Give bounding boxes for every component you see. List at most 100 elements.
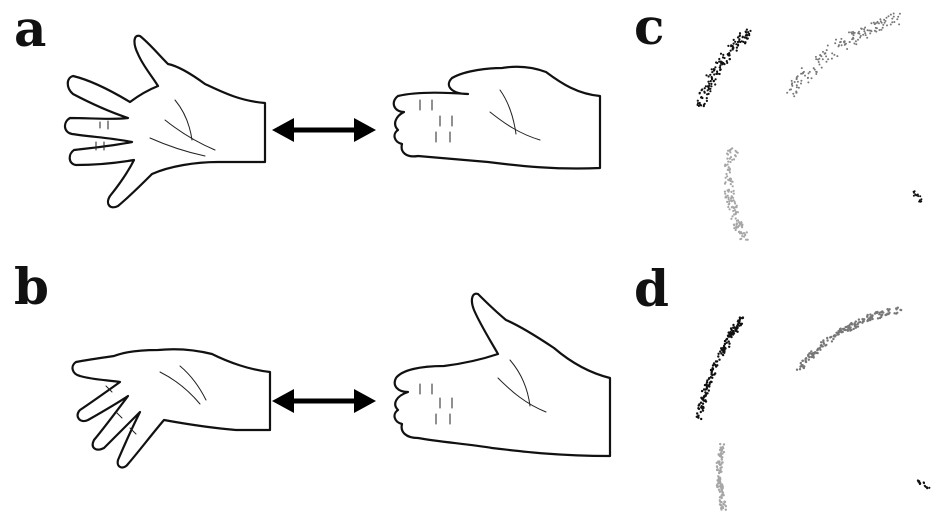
data-point: [734, 209, 736, 211]
data-point: [848, 31, 850, 33]
data-point: [886, 17, 888, 19]
data-point: [719, 443, 721, 445]
data-point: [738, 221, 740, 223]
data-point: [825, 55, 827, 57]
data-point: [865, 34, 867, 36]
data-point: [739, 32, 741, 34]
data-point: [697, 100, 699, 102]
data-point: [727, 191, 729, 193]
data-point: [791, 84, 793, 86]
data-point: [745, 31, 747, 33]
data-point: [720, 61, 722, 63]
data-point: [729, 151, 731, 153]
data-point: [730, 183, 732, 185]
data-point: [857, 32, 859, 34]
data-point: [838, 44, 840, 46]
data-point: [706, 387, 708, 389]
data-point: [734, 201, 736, 203]
data-point: [698, 403, 700, 405]
data-point: [722, 503, 724, 505]
data-point: [722, 447, 724, 449]
data-point: [863, 28, 865, 30]
data-point: [715, 61, 717, 63]
data-point: [730, 327, 732, 329]
data-point: [849, 41, 851, 43]
data-point: [845, 43, 847, 45]
data-point: [717, 485, 719, 487]
data-point: [836, 55, 838, 57]
data-point: [824, 53, 826, 55]
reaching-hand-icon: [395, 294, 610, 456]
data-point: [741, 317, 743, 319]
data-point: [725, 196, 727, 198]
data-point: [730, 191, 732, 193]
data-point: [706, 97, 708, 99]
data-point: [807, 354, 809, 356]
data-point: [818, 58, 820, 60]
data-point: [888, 308, 890, 310]
data-point: [800, 83, 802, 85]
data-point: [822, 339, 824, 341]
data-point: [728, 52, 730, 54]
data-point: [826, 339, 828, 341]
data-point: [733, 39, 735, 41]
data-point: [866, 37, 868, 39]
data-point: [899, 13, 901, 15]
data-point: [720, 463, 722, 465]
data-point: [854, 324, 856, 326]
spread-hand-icon: [73, 349, 270, 467]
data-point: [800, 362, 802, 364]
data-point: [744, 232, 746, 234]
data-point: [795, 92, 797, 94]
data-point: [877, 317, 879, 319]
data-point: [722, 54, 724, 56]
data-point: [858, 318, 860, 320]
data-point: [827, 58, 829, 60]
data-point: [723, 63, 725, 65]
data-point: [791, 80, 793, 82]
data-point: [864, 27, 866, 29]
data-point: [730, 178, 732, 180]
data-point: [917, 194, 919, 196]
data-point: [817, 348, 819, 350]
data-point: [884, 22, 886, 24]
data-point: [816, 352, 818, 354]
data-point: [864, 32, 866, 34]
data-point: [701, 97, 703, 99]
data-point: [869, 32, 871, 34]
data-point: [867, 29, 869, 31]
data-point: [876, 22, 878, 24]
data-point: [893, 21, 895, 23]
data-point: [919, 195, 921, 197]
data-point: [802, 72, 804, 74]
closed-hand-icon: [394, 67, 600, 169]
data-point: [919, 199, 921, 201]
data-point: [928, 487, 930, 489]
data-point: [835, 39, 837, 41]
data-point: [719, 66, 721, 68]
data-point: [724, 343, 726, 345]
data-point: [819, 64, 821, 66]
data-point: [746, 231, 748, 233]
data-point: [737, 219, 739, 221]
double-arrow-icon: [272, 389, 376, 413]
data-point: [711, 71, 713, 73]
data-point: [831, 340, 833, 342]
data-point: [711, 78, 713, 80]
data-point: [716, 360, 718, 362]
data-point: [871, 30, 873, 32]
data-point: [717, 353, 719, 355]
data-point: [846, 48, 848, 50]
data-point: [711, 369, 713, 371]
data-point: [890, 14, 892, 16]
data-point: [820, 341, 822, 343]
data-point: [815, 58, 817, 60]
data-point: [709, 88, 711, 90]
data-point: [730, 336, 732, 338]
data-point: [815, 56, 817, 58]
data-point: [703, 388, 705, 390]
data-point: [837, 333, 839, 335]
data-point: [794, 81, 796, 83]
data-point: [732, 324, 734, 326]
